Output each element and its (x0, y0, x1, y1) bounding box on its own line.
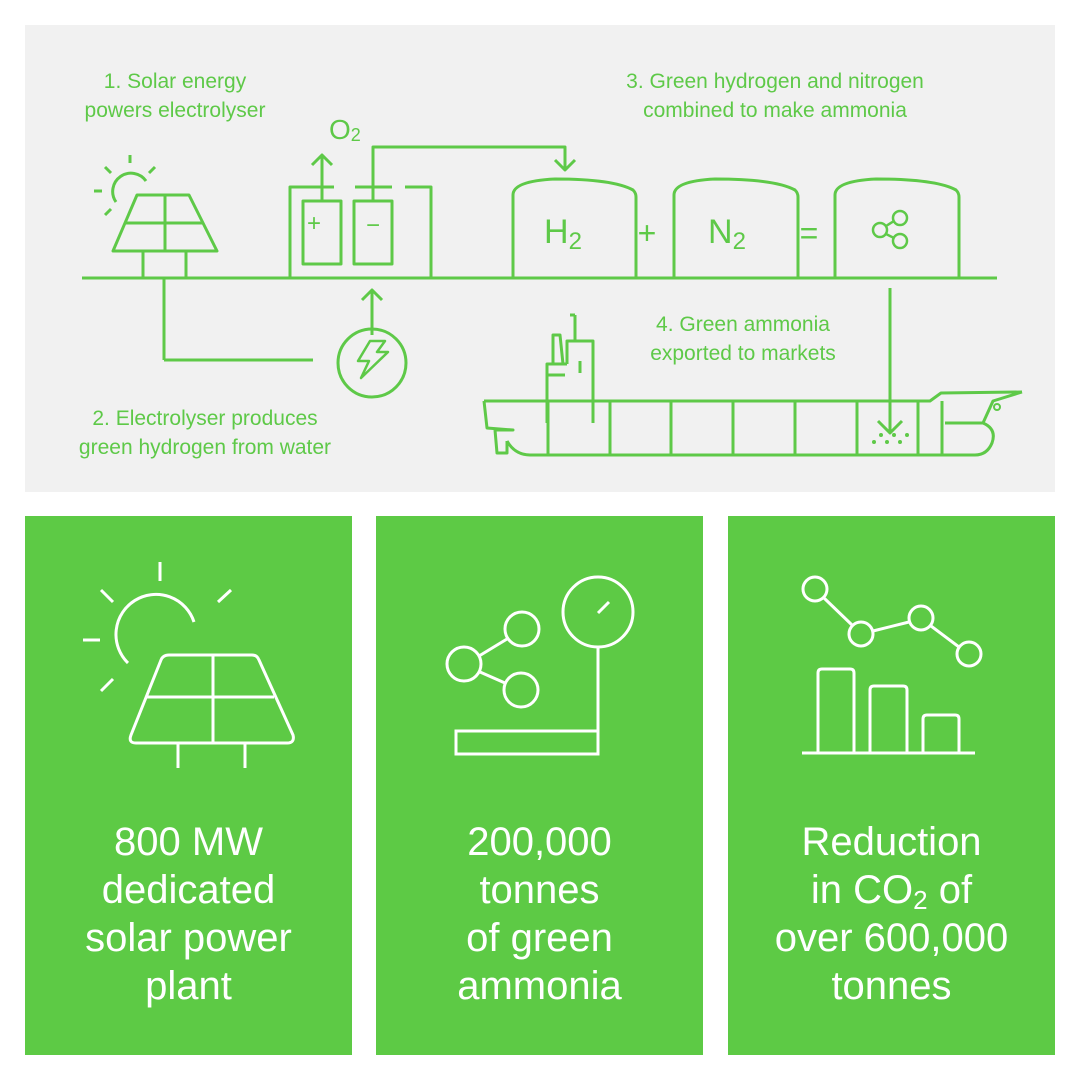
step-3-line-1: 3. Green hydrogen and nitrogen (626, 70, 924, 93)
step-4-line-1: 4. Green ammonia (656, 313, 830, 336)
stat-solar-text: 800 MW dedicated solar power plant (25, 818, 352, 1010)
co2-of: of (927, 868, 973, 912)
stat-solar-line-3: solar power (85, 916, 292, 960)
step-2-line-2: green hydrogen from water (78, 436, 332, 459)
nitrogen-label: N2 (708, 213, 746, 255)
hydrogen-tank-icon (511, 177, 638, 278)
process-diagram: + − O2 H2 + N2 = (25, 25, 1055, 492)
stat-ammonia-line-2: tonnes (479, 868, 600, 912)
stat-ammonia-line-1: 200,000 (467, 820, 612, 864)
stat-co2-line-2: in CO2 of (728, 866, 1055, 914)
stat-co2-line-1: Reduction (801, 820, 982, 864)
step-4-line-2: exported to markets (650, 342, 836, 365)
ammonia-cargo-dots (558, 412, 909, 444)
stat-solar-line-2: dedicated (101, 868, 276, 912)
export-arrowhead (876, 419, 904, 435)
step-1-line-1: 1. Solar energy (103, 70, 247, 93)
step-1-line-2: powers electrolyser (84, 99, 266, 122)
stat-co2-line-4: tonnes (831, 964, 952, 1008)
lightning-icon (336, 327, 408, 399)
co2-label: in CO (810, 868, 914, 912)
electrolyser-icon (288, 145, 577, 335)
step-4-label: 4. Green ammonia exported to markets (623, 310, 863, 368)
stat-ammonia-line-4: ammonia (457, 964, 622, 1008)
stat-card-solar: 800 MW dedicated solar power plant (25, 516, 352, 1055)
ammonia-scale-icon (445, 575, 635, 756)
sun-icon (94, 155, 157, 217)
oxygen-label: O2 (329, 114, 361, 145)
stat-ammonia-line-3: of green (466, 916, 613, 960)
step-3-label: 3. Green hydrogen and nitrogen combined … (585, 67, 965, 125)
stat-card-ammonia: 200,000 tonnes of green ammonia (376, 516, 703, 1055)
reduction-chart-icon (801, 575, 983, 755)
stat-co2-line-3: over 600,000 (774, 916, 1009, 960)
cathode-minus: − (366, 212, 380, 239)
molecule-icon (871, 209, 909, 250)
co2-subscript: 2 (913, 885, 928, 915)
step-3-line-2: combined to make ammonia (643, 99, 907, 122)
stat-co2-text: Reduction in CO2 of over 600,000 tonnes (728, 818, 1055, 1010)
hydrogen-label: H2 (544, 213, 582, 255)
plus-sign: + (638, 215, 657, 251)
nitrogen-tank-icon (672, 177, 800, 278)
step-2-label: 2. Electrolyser produces green hydrogen … (45, 404, 365, 462)
ammonia-tank-icon (833, 177, 961, 278)
solar-panel-icon (83, 562, 295, 768)
stat-card-co2: Reduction in CO2 of over 600,000 tonnes (728, 516, 1055, 1055)
step-1-label: 1. Solar energy powers electrolyser (65, 67, 285, 125)
stat-solar-line-1: 800 MW (114, 820, 263, 864)
stat-solar-line-4: plant (145, 964, 232, 1008)
stat-ammonia-text: 200,000 tonnes of green ammonia (376, 818, 703, 1010)
solar-panel-icon (111, 193, 313, 362)
equals-sign: = (800, 215, 819, 251)
cargo-ship-icon (482, 313, 1023, 457)
anode-plus: + (307, 210, 321, 237)
step-2-line-1: 2. Electrolyser produces (92, 407, 318, 430)
